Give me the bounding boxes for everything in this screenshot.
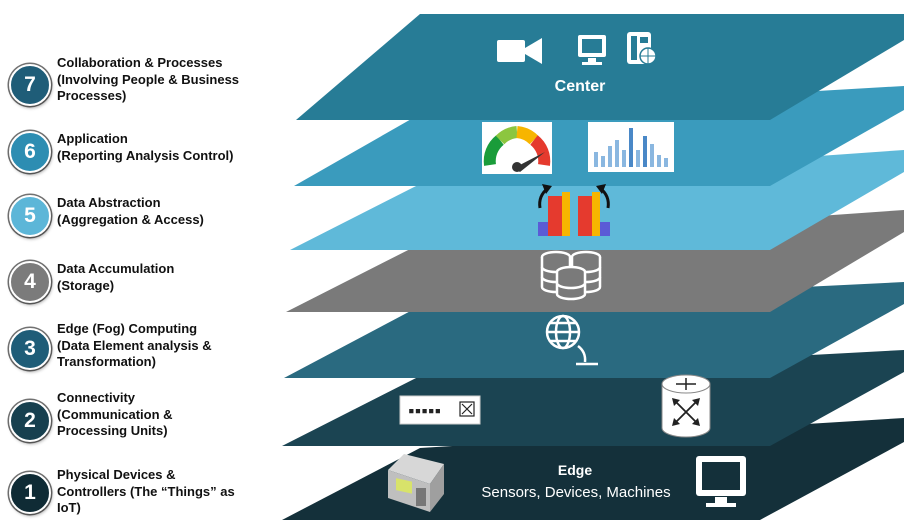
legend-line: Connectivity <box>57 390 136 405</box>
legend-line: (Storage) <box>57 277 115 293</box>
layer-number-badge: 7 <box>9 64 51 106</box>
legend-label: Edge (Fog) Computing (Data Element analy… <box>57 321 287 371</box>
bar-chart-icon <box>588 122 674 172</box>
legend-item-7: 7 Collaboration & Processes (Involving P… <box>9 55 279 108</box>
legend-label: Physical Devices & Controllers (The “Thi… <box>57 467 287 517</box>
legend-line: (Reporting Analysis Control) <box>57 147 234 163</box>
legend-line: Data Accumulation <box>57 261 175 276</box>
legend-label: Application (Reporting Analysis Control) <box>57 131 287 164</box>
center-label: Center <box>554 78 606 95</box>
layer-number-badge: 5 <box>9 195 51 237</box>
layer-number-badge: 2 <box>9 400 51 442</box>
monitor-icon <box>696 456 746 507</box>
legend-item-6: 6 Application (Reporting Analysis Contro… <box>9 131 279 175</box>
legend-line: (Communication & <box>57 406 173 422</box>
legend-line: Controllers (The “Things” as <box>57 483 235 499</box>
layer-7-plate <box>296 14 904 120</box>
layer-number-badge: 6 <box>9 131 51 173</box>
legend-line: Edge (Fog) Computing <box>57 321 198 336</box>
legend-line: (Aggregation & Access) <box>57 211 204 227</box>
video-camera-icon <box>497 38 542 64</box>
edge-label: Edge <box>557 462 593 478</box>
legend-line: Application <box>57 131 128 146</box>
legend-item-4: 4 Data Accumulation (Storage) <box>9 261 279 305</box>
legend-line: IoT) <box>57 500 81 515</box>
legend-item-1: 1 Physical Devices & Controllers (The “T… <box>9 467 279 516</box>
svg-text:▪▪▪▪▪: ▪▪▪▪▪ <box>408 404 441 417</box>
layer-number-badge: 3 <box>9 328 51 370</box>
legend-line: Processes) <box>57 88 127 103</box>
database-storage-icon <box>540 250 602 301</box>
legend-label: Collaboration & Processes (Involving Peo… <box>57 55 287 105</box>
legend-line: Physical Devices & <box>57 467 176 482</box>
layer-number-badge: 4 <box>9 261 51 303</box>
legend-line: Collaboration & Processes <box>57 55 223 70</box>
router-icon <box>661 374 711 438</box>
legend-item-5: 5 Data Abstraction (Aggregation & Access… <box>9 195 279 239</box>
data-aggregation-icon <box>538 184 610 236</box>
gauge-icon <box>482 122 552 174</box>
network-switch-icon: ▪▪▪▪▪ <box>399 395 481 425</box>
legend-label: Data Accumulation (Storage) <box>57 261 287 294</box>
legend-item-3: 3 Edge (Fog) Computing (Data Element ana… <box>9 321 279 372</box>
legend-label: Data Abstraction (Aggregation & Access) <box>57 195 287 228</box>
legend-line: (Involving People & Business <box>57 71 240 87</box>
monitor-icon <box>578 35 606 65</box>
layer-number-badge: 1 <box>9 472 51 514</box>
legend-label: Connectivity (Communication & Processing… <box>57 390 287 440</box>
legend-line: Data Abstraction <box>57 195 161 210</box>
globe-network-icon <box>545 314 598 366</box>
legend-item-2: 2 Connectivity (Communication & Processi… <box>9 390 279 444</box>
legend-line: (Data Element analysis & <box>57 337 212 353</box>
edge-subtitle: Sensors, Devices, Machines <box>481 484 671 501</box>
machine-device-icon <box>388 454 444 512</box>
legend-line: Transformation) <box>57 354 156 369</box>
legend-line: Processing Units) <box>57 423 168 438</box>
ip-phone-icon <box>627 32 657 65</box>
